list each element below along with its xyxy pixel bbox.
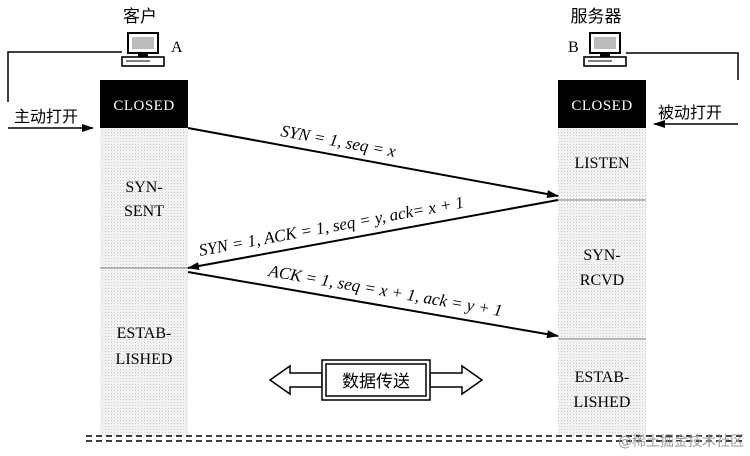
client-syn-sent-state: [100, 128, 188, 268]
server-open-loop: [626, 52, 739, 128]
client-title: 客户: [123, 7, 157, 27]
client-syn-sent-line1: SYN-: [125, 179, 162, 196]
client-open-loop: [7, 51, 122, 132]
server-listen-label: LISTEN: [574, 155, 630, 172]
server-syn-rcvd-state: [558, 201, 646, 339]
server-letter: B: [568, 39, 579, 56]
server-syn-rcvd-line1: SYN-: [583, 247, 620, 264]
server-closed-label: CLOSED: [571, 98, 632, 114]
server-syn-rcvd-line2: RCVD: [580, 272, 624, 289]
data-transfer-label: 数据传送: [342, 372, 410, 392]
server-closed-state: [558, 80, 646, 128]
client-closed-state: [100, 80, 188, 128]
client-established-line1: ESTAB-: [117, 325, 172, 342]
client-open-label: 主动打开: [14, 107, 78, 126]
client-letter: A: [171, 39, 183, 56]
message-arrow-2: [187, 199, 559, 270]
server-title: 服务器: [571, 7, 622, 27]
message-label-3: ACK = 1, seq = x + 1, ack = y + 1: [266, 261, 504, 320]
message-arrow-1: [187, 127, 559, 198]
client-closed-label: CLOSED: [113, 98, 174, 114]
client-established-line2: LISHED: [116, 351, 173, 368]
server-established-line2: LISHED: [574, 394, 631, 411]
client-syn-sent-line2: SENT: [124, 203, 164, 220]
client-computer-icon: [121, 32, 165, 67]
client-established-state: [100, 269, 188, 436]
server-open-label: 被动打开: [658, 103, 722, 122]
watermark: @稀土掘金技术社区: [618, 434, 744, 450]
message-arrow-3: [187, 271, 559, 339]
server-established-line1: ESTAB-: [575, 369, 630, 386]
server-computer-icon: [583, 32, 627, 67]
server-listen-state: [558, 128, 646, 200]
message-label-2: SYN = 1, ACK = 1, seq = y, ack= x + 1: [197, 193, 465, 260]
server-established-state: [558, 340, 646, 436]
data-transfer-arrow: [268, 359, 484, 401]
